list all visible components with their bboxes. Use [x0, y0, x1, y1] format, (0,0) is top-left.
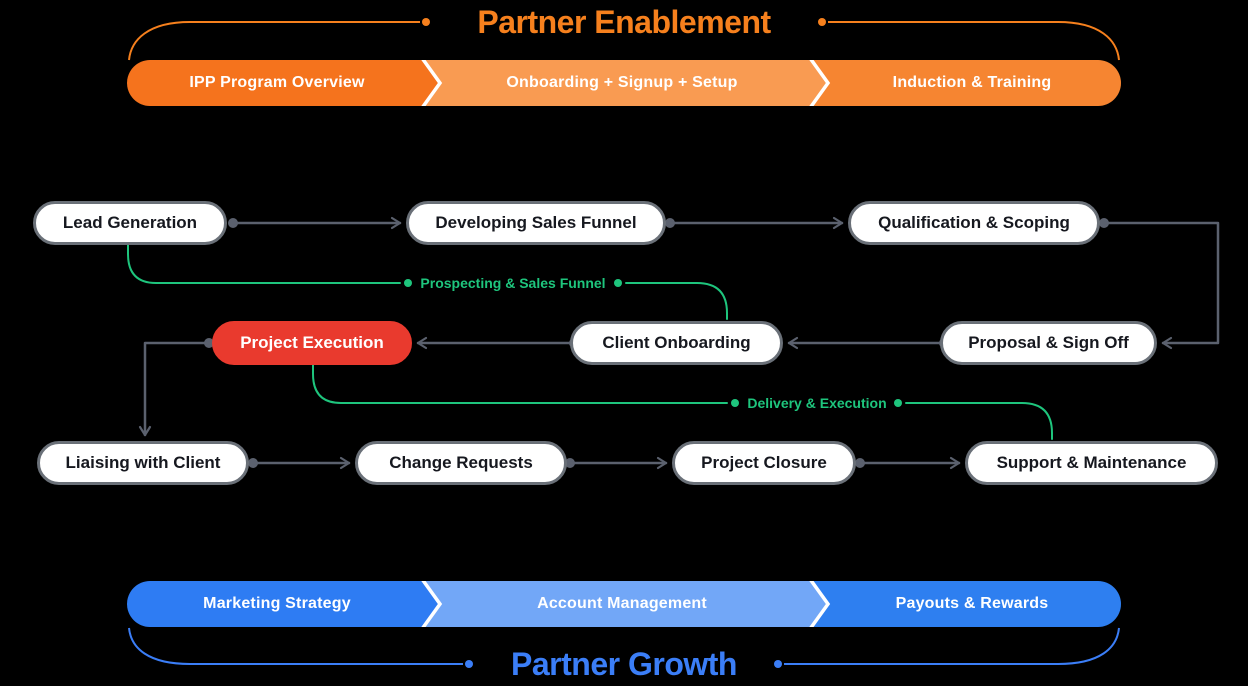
node-developing-sales-funnel: Developing Sales Funnel [406, 201, 666, 245]
enablement-title: Partner Enablement [477, 4, 771, 40]
chevron-separator-icon [420, 60, 443, 106]
growth-bracket-right [774, 627, 1120, 668]
enablement-stage-shape-3 [812, 60, 1121, 106]
enablement-bracket-right [818, 18, 1120, 61]
growth-stage-shape-1 [127, 581, 440, 627]
node-proposal-sign-off: Proposal & Sign Off [940, 321, 1157, 365]
growth-title: Partner Growth [511, 646, 737, 682]
growth-banner [127, 581, 1121, 627]
node-project-execution: Project Execution [212, 321, 412, 365]
node-lead-generation: Lead Generation [33, 201, 227, 245]
phase-curves [127, 242, 1053, 440]
enablement-bracket-left [128, 18, 430, 61]
growth-bracket-left [128, 627, 473, 668]
node-qualification-scoping: Qualification & Scoping [848, 201, 1100, 245]
node-client-onboarding: Client Onboarding [570, 321, 783, 365]
enablement-stage-shape-1 [127, 60, 440, 106]
growth-stage-shape-3 [812, 581, 1121, 627]
node-project-closure: Project Closure [672, 441, 856, 485]
enablement-stage-shape-2 [424, 60, 828, 106]
node-liaising-with-client: Liaising with Client [37, 441, 249, 485]
enablement-banner [127, 60, 1121, 106]
growth-stage-shape-2 [424, 581, 828, 627]
chevron-separator-icon [808, 60, 831, 106]
node-support-maintenance: Support & Maintenance [965, 441, 1218, 485]
node-change-requests: Change Requests [355, 441, 567, 485]
phase-label-prospecting-sales-funnel: Prospecting & Sales Funnel [420, 275, 606, 291]
phase-label-delivery-execution: Delivery & Execution [747, 395, 887, 411]
chevron-separator-icon [420, 581, 443, 627]
chevron-separator-icon [808, 581, 831, 627]
